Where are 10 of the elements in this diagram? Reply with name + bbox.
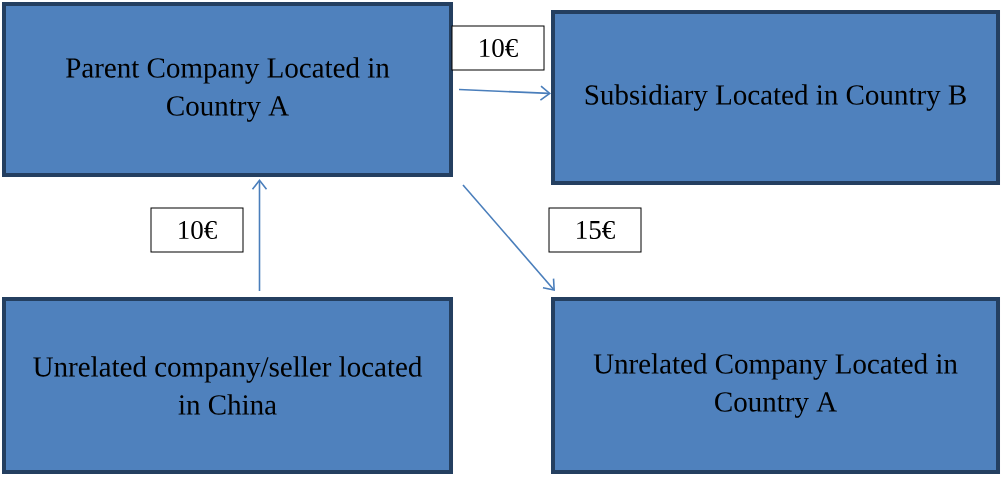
edge-label: 15€	[548, 207, 642, 253]
company-box: Unrelated company/seller located in China	[2, 297, 453, 474]
arrow	[458, 85, 551, 101]
edge-label: 10€	[150, 207, 244, 253]
company-box: Subsidiary Located in Country B	[551, 10, 1000, 185]
arrow	[462, 184, 555, 291]
company-box: Parent Company Located in Country A	[2, 2, 453, 177]
company-box: Unrelated Company Located in Country A	[551, 297, 1000, 474]
edge-label: 10€	[451, 25, 545, 71]
arrow	[251, 179, 268, 292]
